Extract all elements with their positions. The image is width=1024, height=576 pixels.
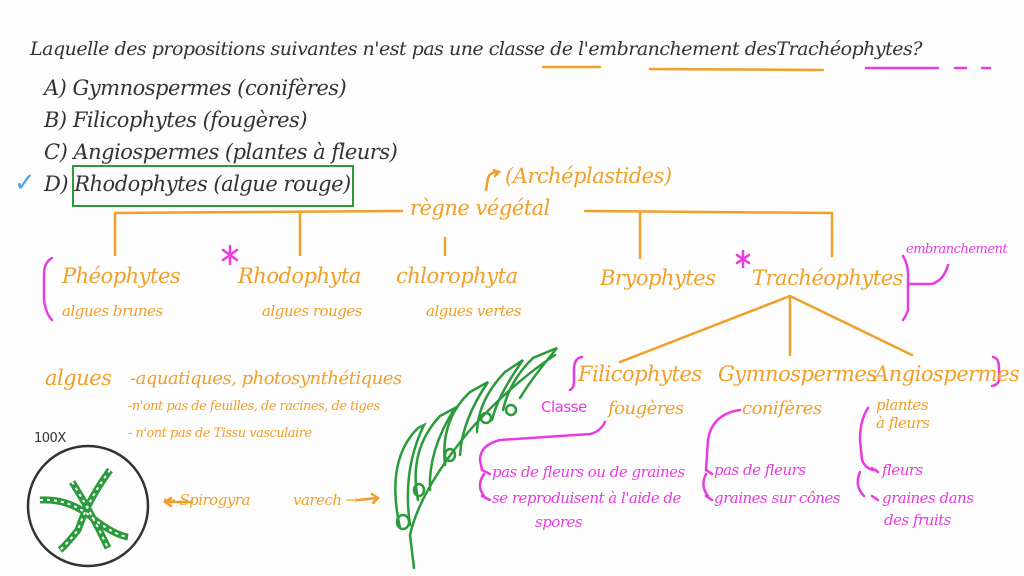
question-word-classe: classe xyxy=(488,38,545,60)
class-angiospermes-common: plantes xyxy=(876,396,929,414)
class-gymnospermes-common: conifères xyxy=(742,398,822,419)
option-letter: C) xyxy=(44,140,68,164)
branch-bryophytes: Bryophytes xyxy=(600,266,716,290)
branch-pheophytes-common: algues brunes xyxy=(62,302,163,320)
bracket-embranchement xyxy=(901,254,910,322)
option-text: Gymnospermes (conifères) xyxy=(72,76,347,100)
algae-note-3: - n'ont pas de Tissu vasculaire xyxy=(128,426,312,441)
class-filicophytes: Filicophytes xyxy=(578,362,702,386)
bracket-classes-left xyxy=(568,355,584,392)
question-text: Laquelle des propositions suivantes n'es… xyxy=(30,40,922,59)
bracket-algae xyxy=(42,256,54,322)
trait-filicophytes-1: pas de fleurs ou de graines xyxy=(492,463,685,481)
branch-rhodophyta-common: algues rouges xyxy=(262,302,362,320)
branch-chlorophyta-common: algues vertes xyxy=(426,302,521,320)
branch-chlorophyta: chlorophyta xyxy=(396,264,518,288)
question-word-embranchement: embranchement xyxy=(588,38,740,60)
microscope-view xyxy=(26,444,150,568)
tree-bar-left xyxy=(113,209,404,215)
branch-rhodophyta: Rhodophyta xyxy=(238,264,361,288)
class-angiospermes: Angiospermes xyxy=(874,362,1020,386)
question-word-tracheophytes: Trachéophytes xyxy=(776,38,913,60)
option-d[interactable]: D) Rhodophytes (algue rouge) xyxy=(44,174,351,195)
kelp-drawing xyxy=(394,346,558,570)
class-angiospermes-common-2: à fleurs xyxy=(876,414,930,432)
option-text: Filicophytes (fougères) xyxy=(72,108,308,132)
varech-label: varech → xyxy=(293,491,358,509)
embranchement-label: embranchement xyxy=(906,242,1008,257)
branch-tracheophytes: Trachéophytes xyxy=(752,266,903,290)
trait-filicophytes-2: se reproduisent à l'aide de xyxy=(492,489,681,507)
question-middle: de l' xyxy=(550,38,589,60)
magnification-label: 100X xyxy=(34,431,66,446)
tree-bar-right xyxy=(583,209,834,215)
checkmark-icon: ✓ xyxy=(14,168,36,198)
correct-answer-box xyxy=(72,165,354,207)
algae-title: algues xyxy=(45,366,112,390)
trait-angiospermes-2: graines dans xyxy=(882,489,974,507)
root-alias: (Archéplastides) xyxy=(505,164,672,188)
question-suffix: ? xyxy=(912,38,922,60)
root-node: règne végétal xyxy=(410,196,550,220)
classe-label: Classe xyxy=(541,398,587,416)
trait-filicophytes-3: spores xyxy=(535,513,583,531)
option-a[interactable]: A) Gymnospermes (conifères) xyxy=(44,76,347,100)
class-filicophytes-common: fougères xyxy=(608,398,684,419)
option-b[interactable]: B) Filicophytes (fougères) xyxy=(44,108,308,132)
algae-note-2: -n'ont pas de feuilles, de racines, de t… xyxy=(128,399,380,414)
option-text: Rhodophytes (algue rouge) xyxy=(74,172,351,196)
question-prefix: Laquelle des propositions suivantes n'es… xyxy=(30,38,484,60)
spirogyra-label: ← Spirogyra xyxy=(163,491,250,509)
algae-note-1: -aquatiques, photosynthétiques xyxy=(130,368,402,389)
question-des: des xyxy=(744,38,777,60)
option-c[interactable]: C) Angiospermes (plantes à fleurs) xyxy=(44,140,398,164)
trait-gymnospermes-1: pas de fleurs xyxy=(714,461,806,479)
option-letter: D) xyxy=(44,172,69,196)
trait-angiospermes-3: des fruits xyxy=(884,511,951,529)
option-text: Angiospermes (plantes à fleurs) xyxy=(73,140,398,164)
option-letter: B) xyxy=(44,108,67,132)
trait-angiospermes-1: fleurs xyxy=(882,461,923,479)
trait-gymnospermes-2: graines sur cônes xyxy=(714,489,840,507)
option-letter: A) xyxy=(44,76,67,100)
branch-pheophytes: Phéophytes xyxy=(62,264,181,288)
class-gymnospermes: Gymnospermes xyxy=(718,362,877,386)
